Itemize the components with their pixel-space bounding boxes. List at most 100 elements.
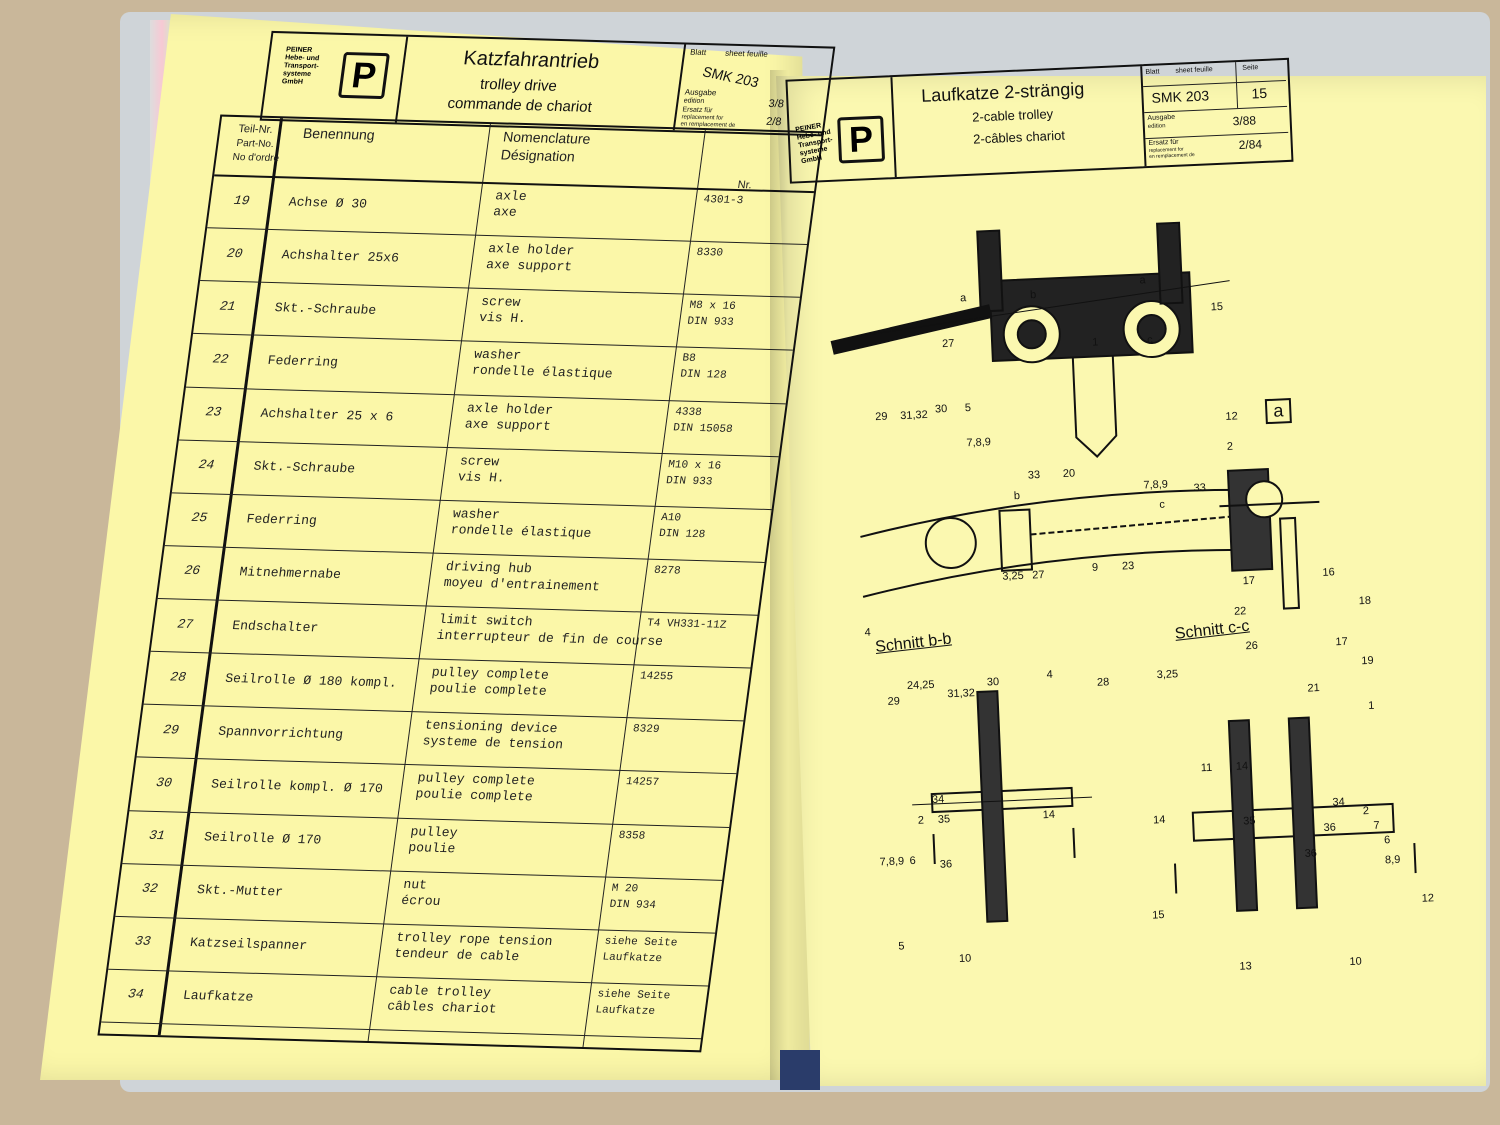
callout-label: 17 bbox=[1335, 635, 1348, 649]
part-number: 28 bbox=[169, 669, 187, 685]
header-nr: Nr. bbox=[736, 179, 753, 192]
callout-label: 22 bbox=[1233, 605, 1247, 618]
callout-label: 35 bbox=[1242, 814, 1256, 828]
meta-ausgabe: Ausgabe bbox=[684, 87, 718, 98]
name-english: axle holder bbox=[466, 400, 554, 418]
callout-label: 26 bbox=[1245, 639, 1259, 653]
doc-number-right: SMK 203 bbox=[1151, 87, 1210, 106]
meta-date-replacement-right: 2/84 bbox=[1238, 137, 1263, 153]
order-number-1: 8329 bbox=[632, 723, 661, 737]
name-german: Laufkatze bbox=[181, 988, 255, 1006]
header-no-ordre: No d'ordre bbox=[231, 151, 280, 165]
name-english: washer bbox=[452, 505, 501, 523]
callout-label: 34 bbox=[1332, 796, 1345, 809]
meta-replacement: replacement for bbox=[681, 114, 724, 122]
callout-label: 15 bbox=[1151, 909, 1165, 922]
callout-label: 29 bbox=[887, 695, 901, 708]
header-part-no: Part-No. bbox=[235, 138, 275, 151]
callout-label: 5 bbox=[964, 401, 972, 415]
order-number-1: 14255 bbox=[639, 670, 674, 684]
order-number-2: Laufkatze bbox=[601, 951, 663, 965]
meta-ausgabe-right: Ausgabe bbox=[1147, 113, 1176, 123]
order-number-1: 14257 bbox=[625, 776, 660, 790]
callout-label: 15 bbox=[1210, 300, 1224, 314]
callout-label: 36 bbox=[1323, 821, 1337, 835]
callout-label: 3,25 bbox=[1156, 668, 1179, 682]
callout-label: 6 bbox=[909, 854, 917, 868]
gutter-shadow bbox=[770, 70, 788, 1080]
meta-blatt-right: Blatt bbox=[1145, 68, 1160, 77]
name-german: Katzseilspanner bbox=[189, 935, 309, 954]
callout-label: 1 bbox=[1091, 336, 1099, 349]
name-english: driving hub bbox=[444, 558, 533, 577]
callout-label: 12 bbox=[1225, 410, 1239, 423]
name-french: poulie bbox=[407, 839, 457, 856]
detail-a-marker: a bbox=[1264, 398, 1292, 425]
meta-edition-right: edition bbox=[1147, 123, 1166, 131]
name-german: Achse Ø 30 bbox=[287, 194, 368, 212]
callout-label: 2 bbox=[917, 814, 925, 827]
callout-label: 4 bbox=[864, 626, 872, 639]
header-designation: Désignation bbox=[499, 146, 576, 165]
callout-label: c bbox=[1159, 498, 1166, 511]
callout-label: 7,8,9 bbox=[879, 855, 905, 869]
name-french: vis H. bbox=[456, 468, 506, 486]
name-english: screw bbox=[459, 453, 501, 470]
book-spine bbox=[780, 1050, 820, 1090]
part-number: 29 bbox=[162, 722, 180, 738]
name-english: limit switch bbox=[437, 611, 534, 630]
part-number: 32 bbox=[141, 880, 159, 897]
name-english: nut bbox=[402, 876, 428, 893]
name-german: Endschalter bbox=[231, 617, 320, 635]
name-german: Skt.-Schraube bbox=[273, 299, 378, 318]
part-number: 21 bbox=[218, 298, 237, 314]
callout-label: 21 bbox=[1307, 682, 1320, 695]
name-english: cable trolley bbox=[388, 982, 492, 1001]
callout-label: a bbox=[959, 292, 967, 305]
order-number-1: M10 x 16 bbox=[667, 458, 722, 473]
callout-label: 23 bbox=[1121, 560, 1135, 573]
callout-label: 17 bbox=[1242, 574, 1256, 588]
part-number: 30 bbox=[155, 774, 173, 791]
order-number-1: siehe Seite bbox=[603, 935, 679, 950]
order-number-1: T4 VH331-11Z bbox=[646, 617, 728, 632]
meta-seite-right: Seite bbox=[1242, 64, 1259, 72]
order-number-2: DIN 934 bbox=[608, 898, 657, 912]
callout-label: b bbox=[1013, 489, 1021, 503]
order-number-2: DIN 15058 bbox=[672, 421, 734, 436]
name-english: pulley bbox=[409, 823, 459, 840]
callout-label: 34 bbox=[931, 793, 945, 807]
meta-sheet: sheet feuille bbox=[724, 48, 769, 59]
callout-label: 35 bbox=[937, 813, 951, 826]
part-number: 34 bbox=[127, 986, 145, 1003]
callout-label: 7 bbox=[1373, 819, 1380, 832]
callout-label: 12 bbox=[1421, 892, 1435, 905]
name-german: Mitnehmernabe bbox=[238, 564, 342, 583]
callout-label: 13 bbox=[1239, 960, 1253, 973]
part-number: 20 bbox=[225, 245, 244, 261]
callout-label: 29 bbox=[874, 410, 888, 424]
callout-label: 36 bbox=[939, 858, 953, 871]
order-number-1: M 20 bbox=[610, 882, 639, 896]
order-number-2: Laufkatze bbox=[594, 1004, 656, 1018]
callout-label: 30 bbox=[934, 403, 948, 416]
name-french: câbles chariot bbox=[386, 998, 498, 1017]
header-teil-nr: Teil-Nr. bbox=[237, 123, 274, 136]
part-number: 24 bbox=[197, 457, 216, 473]
order-number-1: B8 bbox=[681, 352, 697, 366]
callout-label: 6 bbox=[1383, 834, 1391, 847]
name-english: axle holder bbox=[487, 241, 576, 259]
order-number-2: DIN 128 bbox=[658, 527, 707, 541]
callout-label: 20 bbox=[1062, 467, 1076, 481]
callout-label: 8,9 bbox=[1384, 853, 1401, 867]
order-number-2: DIN 933 bbox=[686, 315, 735, 330]
part-number: 33 bbox=[134, 933, 152, 950]
callout-label: 27 bbox=[1032, 568, 1045, 582]
callout-label: 10 bbox=[1349, 955, 1362, 969]
peiner-logo-right: P bbox=[837, 115, 886, 164]
order-number-1: 4338 bbox=[674, 405, 703, 419]
